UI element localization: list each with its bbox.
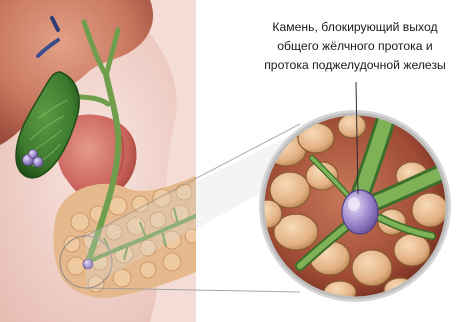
annotation-caption: Камень, блокирующий выход общего жёлчног… [248, 18, 462, 75]
caption-line-2: общего жёлчного протока и [248, 37, 462, 56]
stone-highlight [348, 197, 360, 211]
caption-line-3: протока поджелудочной железы [248, 56, 462, 75]
caption-line-1: Камень, блокирующий выход [248, 18, 462, 37]
blocking-stone [342, 190, 378, 234]
